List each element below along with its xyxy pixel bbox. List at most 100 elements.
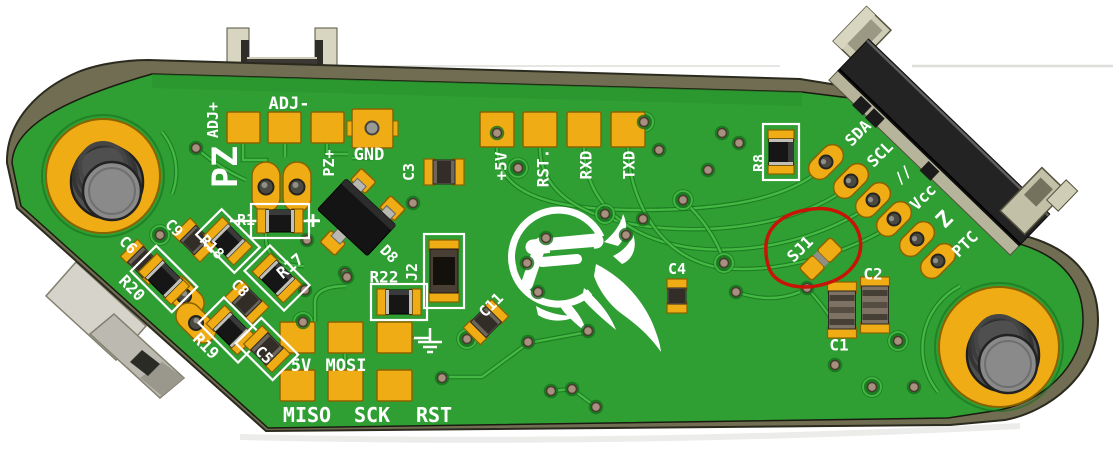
- silk-label-c2: C2: [863, 265, 882, 284]
- via: [908, 381, 920, 393]
- body-highlight: [386, 290, 412, 295]
- body-center: [234, 289, 260, 315]
- through-hole-pad: [898, 220, 936, 258]
- connector-top-edge: [866, 39, 1050, 217]
- body-center: [433, 257, 455, 285]
- silk-outline-box: [422, 232, 466, 310]
- via-outline: [188, 140, 204, 156]
- smd-pad: [279, 369, 316, 402]
- via: [590, 401, 602, 413]
- silk-label-rst: RST: [416, 403, 452, 427]
- mount-pad-halo: [934, 282, 1064, 412]
- via: [866, 381, 878, 393]
- via: [491, 127, 503, 139]
- via: [532, 286, 544, 298]
- via-outline: [618, 227, 634, 243]
- body-center: [669, 289, 685, 303]
- gnd-pad-hole: [364, 120, 380, 136]
- component-c5: [234, 316, 300, 382]
- component-r1: [249, 202, 311, 240]
- pin-highlight: [845, 178, 852, 184]
- end-cap: [386, 290, 389, 314]
- band: [862, 314, 888, 320]
- via-outline: [588, 399, 604, 415]
- end-cap: [769, 139, 793, 142]
- silk-label-adj: ADJ-: [269, 94, 310, 114]
- via-outline: [636, 114, 652, 130]
- smd-pad: [267, 111, 302, 144]
- smd-pad: [522, 111, 558, 148]
- pin-highlight: [932, 258, 939, 264]
- component-c1: [826, 281, 858, 339]
- through-hole-pad: [854, 181, 892, 219]
- end-cap: [769, 162, 793, 165]
- body-highlight: [788, 139, 793, 165]
- component-c4: [666, 278, 688, 314]
- via-ring: [150, 225, 170, 245]
- silk-label-r8: R8: [750, 154, 768, 172]
- smd-pad: [226, 111, 261, 144]
- logo-flame-icon: [508, 206, 661, 352]
- component-c3: [423, 158, 465, 186]
- via: [407, 197, 419, 209]
- pin-highlight: [820, 159, 827, 165]
- via-outline: [538, 230, 554, 246]
- component-c8: [224, 279, 270, 325]
- vias: [152, 114, 922, 415]
- end-cap: [266, 210, 269, 232]
- silk-label-rst: RST.: [534, 149, 553, 188]
- connector-pin: [919, 161, 940, 181]
- component-c2: [859, 276, 891, 334]
- mounting-holes: [41, 114, 1064, 412]
- screw-cap-ring: [88, 167, 136, 215]
- band: [862, 302, 888, 308]
- connector-flange-face: [833, 6, 876, 50]
- silk-label-rxd: RXD: [577, 151, 596, 180]
- via-outline: [299, 232, 315, 248]
- annotations: [764, 206, 863, 289]
- via: [521, 257, 533, 269]
- via: [540, 232, 552, 244]
- body-highlight: [226, 312, 249, 335]
- end-cap: [225, 238, 245, 258]
- via: [653, 144, 665, 156]
- board-shadow: [239, 423, 1021, 443]
- via-outline: [339, 269, 355, 285]
- silk-label-adj+: ADJ+: [204, 102, 222, 138]
- screw-cap: [81, 160, 143, 222]
- body-highlight: [224, 224, 245, 245]
- through-hole-pad: [919, 242, 957, 280]
- silk-label-+5v: +5V: [492, 151, 511, 180]
- screw-cap-ring: [984, 340, 1032, 388]
- body-center: [182, 227, 208, 253]
- body-highlight: [272, 260, 295, 283]
- smd-pad: [376, 321, 413, 354]
- via: [702, 164, 714, 176]
- via-outline: [152, 227, 168, 243]
- via: [154, 229, 166, 241]
- via: [461, 333, 473, 345]
- connector-pin: [851, 95, 872, 116]
- jumper-gap: [813, 251, 829, 267]
- via: [341, 271, 353, 283]
- connector-top-right: [828, 5, 1079, 256]
- end-cap: [211, 224, 231, 244]
- band: [829, 295, 855, 301]
- pin-highlight: [261, 182, 268, 188]
- body-top-face: [341, 178, 396, 231]
- through-hole-pad: [832, 162, 870, 200]
- via-outline: [700, 162, 716, 178]
- silk-label-pz: PZ: [206, 146, 246, 188]
- pin-highlight: [292, 182, 299, 188]
- end-cap: [409, 290, 412, 314]
- mounting-screw: [69, 141, 145, 222]
- silk-outline-box: [249, 202, 311, 240]
- silk-outline-box: [369, 282, 429, 322]
- trace: [442, 330, 589, 379]
- body-highlight: [159, 260, 183, 284]
- via: [545, 385, 557, 397]
- via: [638, 116, 650, 128]
- component-j2: [422, 232, 466, 310]
- via-outline: [543, 383, 559, 399]
